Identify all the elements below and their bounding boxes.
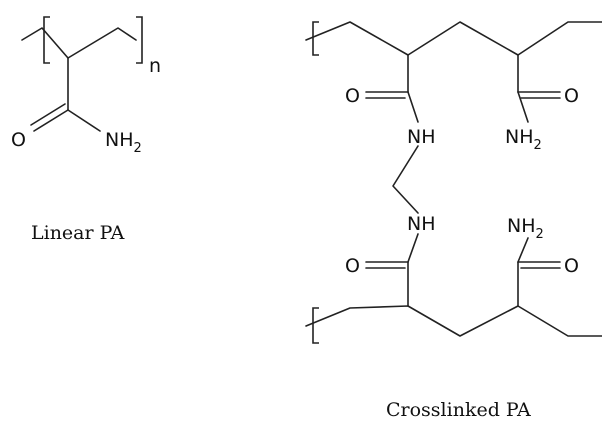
- bottom-right-carbonyl-oxygen: O: [564, 255, 579, 277]
- linear-pa-caption: Linear PA: [31, 222, 125, 244]
- top-left-amide-bond: [407, 91, 419, 123]
- linear-carbonyl-oxygen: O: [11, 129, 26, 151]
- bottom-right-amide-bond: [517, 237, 529, 263]
- linear-repeat-index: n: [149, 55, 161, 77]
- top-backbone: [305, 21, 602, 56]
- methylene-bridge: [392, 145, 419, 214]
- top-left-carbonyl-oxygen: O: [345, 85, 360, 107]
- bottom-left-amide-bond: [407, 233, 419, 263]
- top-left-bracket: [312, 21, 319, 56]
- linear-carbonyl-bond-2: [30, 103, 66, 126]
- top-right-nh2: NH2: [505, 126, 542, 153]
- linear-carbonyl-bond-1: [33, 109, 69, 132]
- linear-pa-structure: n O NH2: [11, 16, 161, 156]
- linear-right-bracket: [136, 16, 143, 64]
- crosslinked-pa-structure: O NH NH O O NH2 NH2 O: [305, 21, 602, 344]
- top-right-amide-bond: [517, 91, 529, 123]
- crosslinked-pa-caption: Crosslinked PA: [386, 399, 531, 421]
- linear-backbone: [21, 27, 137, 59]
- linear-amide-group: NH2: [105, 129, 142, 156]
- top-left-nh: NH: [407, 126, 436, 148]
- bottom-backbone: [305, 305, 602, 337]
- bottom-left-nh: NH: [407, 213, 436, 235]
- bottom-left-carbonyl-oxygen: O: [345, 255, 360, 277]
- linear-amide-bond: [67, 109, 101, 132]
- linear-left-bracket: [43, 16, 50, 64]
- bottom-right-nh2: NH2: [507, 215, 544, 242]
- bottom-left-bracket: [312, 307, 319, 344]
- top-right-carbonyl-oxygen: O: [564, 85, 579, 107]
